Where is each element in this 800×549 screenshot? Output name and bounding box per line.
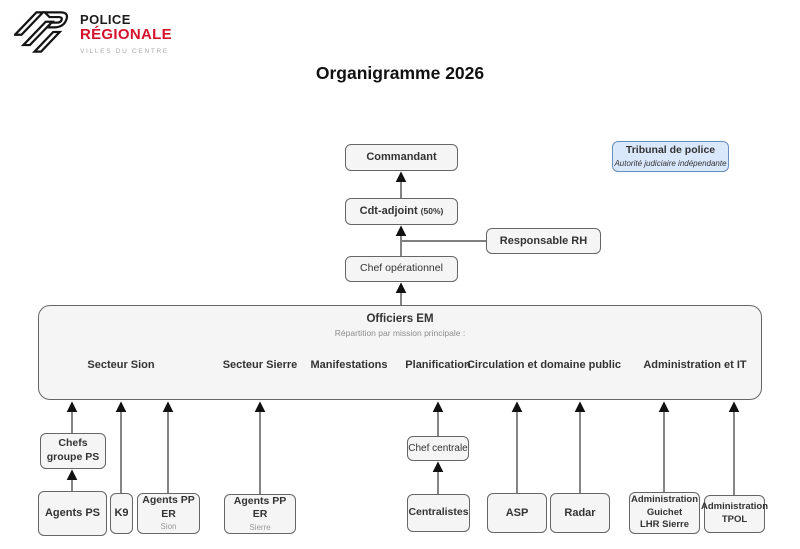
police-regionale-logo-icon — [14, 11, 69, 53]
cdt-adjoint-note: (50%) — [420, 205, 444, 216]
agents-ps-label: Agents PS — [44, 507, 100, 520]
node-chef-operationnel: Chef opérationnel — [345, 256, 458, 282]
officiers-em-subtitle: Répartition par mission principale : — [334, 328, 466, 338]
agents-pp-er-sierre-sub: Sierre — [249, 522, 271, 532]
section-administration-it: Administration et IT — [643, 359, 747, 371]
brand-name-line2: RÉGIONALE — [80, 26, 172, 44]
node-asp: ASP — [487, 493, 547, 533]
agents-pp-er-sion-label: Agents PP ER — [142, 494, 195, 520]
asp-label: ASP — [505, 506, 529, 519]
centralistes-label: Centralistes — [408, 506, 469, 519]
responsable-rh-label: Responsable RH — [499, 234, 588, 247]
node-agents-pp-er-sierre: Agents PP ER Sierre — [224, 494, 296, 534]
node-agents-ps: Agents PS — [38, 491, 107, 536]
tribunal-subtitle: Autorité judiciaire indépendante — [614, 158, 727, 168]
k9-label: K9 — [114, 507, 129, 520]
node-k9: K9 — [110, 493, 133, 534]
section-planification: Planification — [405, 359, 471, 371]
administration-tpol-label: Administration TPOL — [700, 501, 769, 525]
chef-operationnel-label: Chef opérationnel — [360, 262, 443, 275]
administration-guichet-label: Administration Guichet LHR Sierre — [630, 493, 699, 531]
chef-centrale-label: Chef centrale — [408, 443, 468, 454]
section-circulation-domaine-public: Circulation et domaine public — [466, 359, 622, 371]
node-commandant-label: Commandant — [366, 151, 437, 164]
node-administration-guichet-lhr-sierre: Administration Guichet LHR Sierre — [629, 492, 700, 534]
agents-pp-er-sion-sub: Sion — [160, 522, 177, 532]
node-chef-centrale: Chef centrale — [407, 436, 469, 461]
brand-wordmark: POLICE RÉGIONALE VILLES DU CENTRE — [80, 12, 172, 55]
node-cdt-adjoint: Cdt-adjoint (50%) — [345, 198, 458, 225]
node-radar: Radar — [550, 493, 610, 533]
node-responsable-rh: Responsable RH — [486, 228, 601, 254]
section-secteur-sierre: Secteur Sierre — [222, 359, 298, 371]
page-title: Organigramme 2026 — [315, 63, 485, 83]
section-manifestations: Manifestations — [310, 359, 388, 371]
section-secteur-sion: Secteur Sion — [87, 359, 155, 371]
node-officiers-em: Officiers EM Répartition par mission pri… — [38, 305, 762, 400]
brand-name-line1: POLICE — [80, 12, 131, 27]
brand-tagline: VILLES DU CENTRE — [80, 47, 169, 55]
node-agents-pp-er-sion: Agents PP ER Sion — [137, 493, 200, 534]
chefs-groupe-ps-label: Chefs groupe PS — [46, 437, 100, 463]
officiers-em-title: Officiers EM — [366, 313, 434, 325]
node-chefs-groupe-ps: Chefs groupe PS — [40, 433, 106, 469]
agents-pp-er-sierre-label: Agents PP ER — [233, 494, 287, 521]
node-tribunal-de-police: Tribunal de police Autorité judiciaire i… — [612, 141, 729, 172]
cdt-adjoint-label: Cdt-adjoint — [359, 205, 418, 218]
node-commandant: Commandant — [345, 144, 458, 171]
node-centralistes: Centralistes — [407, 494, 470, 532]
radar-label: Radar — [564, 506, 596, 519]
tribunal-title: Tribunal de police — [625, 143, 716, 156]
node-administration-tpol: Administration TPOL — [700, 495, 769, 533]
